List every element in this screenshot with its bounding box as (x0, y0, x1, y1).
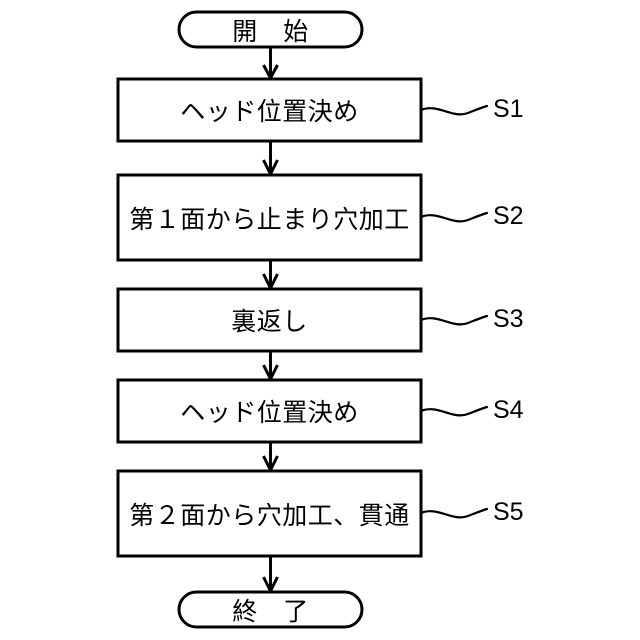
process-box-s3 (116, 287, 423, 353)
leader-line-s5 (419, 507, 489, 519)
step-label-s1: S1 (493, 95, 524, 123)
step-label-s2: S2 (493, 202, 524, 230)
end-terminal-shape (177, 590, 364, 629)
process-box-s1 (116, 77, 423, 143)
process-box-s5 (116, 469, 423, 558)
leader-line-s3 (419, 314, 489, 326)
process-box-s4 (116, 378, 423, 444)
process-box-s2 (116, 173, 423, 262)
step-label-s3: S3 (493, 305, 524, 333)
step-label-s5: S5 (493, 498, 524, 526)
step-label-s4: S4 (493, 396, 524, 424)
start-terminal-shape (177, 10, 364, 49)
leader-line-s2 (419, 211, 489, 223)
leader-line-s1 (419, 104, 489, 116)
leader-line-s4 (419, 405, 489, 417)
